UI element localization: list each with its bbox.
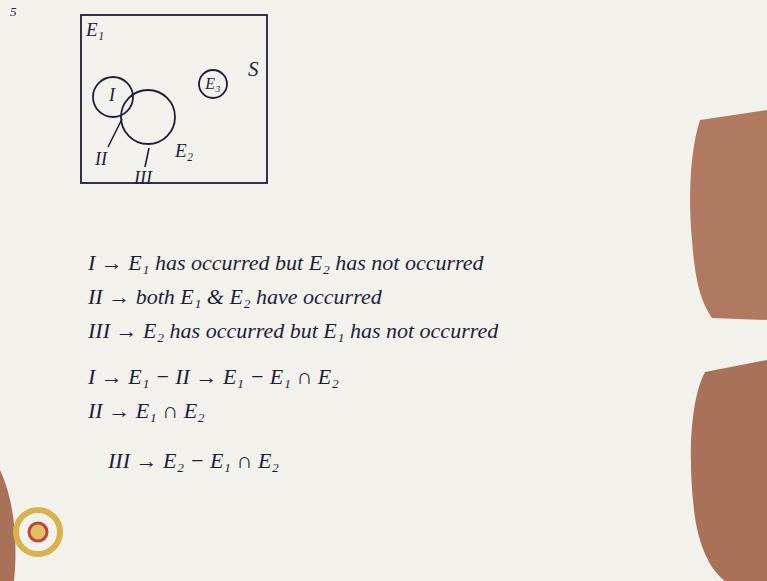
leader-line [145, 148, 149, 167]
note-line: III → E₂ − E₁ ∩ E₂ [108, 448, 279, 474]
logo [16, 510, 60, 554]
event-name: E₁ [86, 20, 104, 41]
outline [93, 77, 133, 117]
outline [121, 90, 175, 144]
event-name: S [248, 58, 259, 81]
note-line: II → both E₁ & E₂ have occurred [88, 284, 382, 310]
logo [29, 523, 47, 541]
note-line: II → E₁ ∩ E₂ [88, 398, 205, 424]
note-line: III → E₂ has occurred but E₁ has not occ… [88, 318, 498, 344]
event-circle: E₂ [120, 89, 176, 145]
sample-space-box: S E₁ E₂ E₃ [80, 14, 268, 184]
outline [199, 70, 227, 98]
region-label: II [95, 149, 107, 171]
region-label: I [109, 85, 115, 107]
hand [690, 110, 767, 320]
page-number: 5 [10, 4, 17, 20]
hand [0, 470, 15, 581]
region-label: III [134, 168, 152, 190]
event-name: E₃ [205, 75, 220, 93]
leader-line [108, 119, 122, 147]
event-name: E₂ [175, 141, 193, 162]
note-line: I → E₁ has occurred but E₂ has not occur… [88, 250, 484, 276]
shape-outline [80, 14, 268, 184]
outline [81, 15, 267, 183]
hand [691, 360, 767, 581]
shape-outline [120, 89, 176, 145]
event-circle: E₃ [198, 69, 228, 99]
note-line: I → E₁ − II → E₁ − E₁ ∩ E₂ [88, 364, 339, 390]
